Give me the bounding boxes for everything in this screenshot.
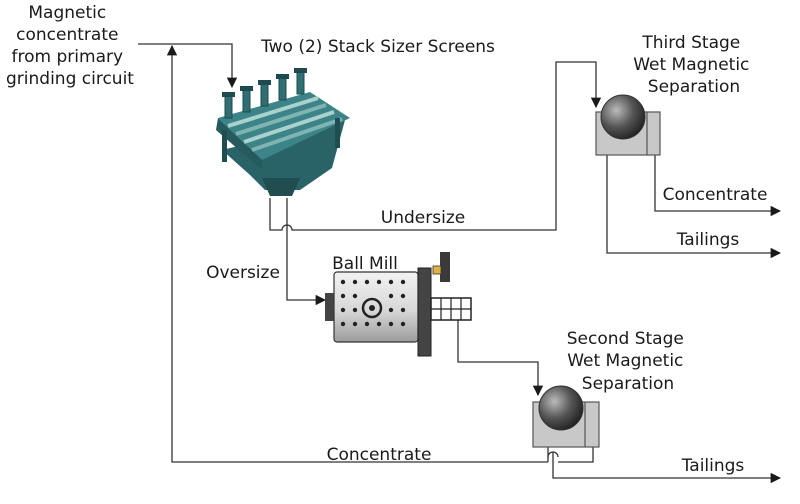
- undersize-line: [269, 61, 602, 231]
- screens-label: Two (2) Stack Sizer Screens: [260, 37, 495, 57]
- undersize-label: Undersize: [381, 208, 465, 228]
- feed-label: Magnetic concentrate from primary grindi…: [6, 3, 134, 89]
- concentrate-bottom-label: Concentrate: [327, 445, 432, 465]
- second-tailings-line: [547, 447, 594, 463]
- mill-bolts: [340, 279, 406, 327]
- second-stage-separator-icon: [532, 385, 600, 448]
- ball-mill-icon: [325, 252, 472, 357]
- stack-sizer-screens-icon: [216, 68, 350, 196]
- third-concentrate-line: [654, 155, 782, 217]
- tailings-top-label: Tailings: [676, 230, 740, 250]
- concentrate-top-label: Concentrate: [663, 185, 768, 205]
- second-tailings-out-line: [552, 452, 782, 484]
- second-stage-label: Second Stage Wet Magnetic Separation: [567, 329, 690, 394]
- third-tailings-line: [606, 155, 782, 259]
- mill-discharge-line: [457, 320, 544, 397]
- third-stage-separator-icon: [595, 94, 661, 156]
- oversize-line: [286, 198, 327, 306]
- third-stage-label: Third Stage Wet Magnetic Separation: [633, 33, 755, 97]
- oversize-label: Oversize: [206, 263, 280, 283]
- tailings-bottom-label: Tailings: [681, 456, 745, 476]
- ball-mill-label: Ball Mill: [332, 254, 398, 274]
- concentrate-recycle-line: [166, 44, 548, 463]
- feed-line: [138, 43, 238, 89]
